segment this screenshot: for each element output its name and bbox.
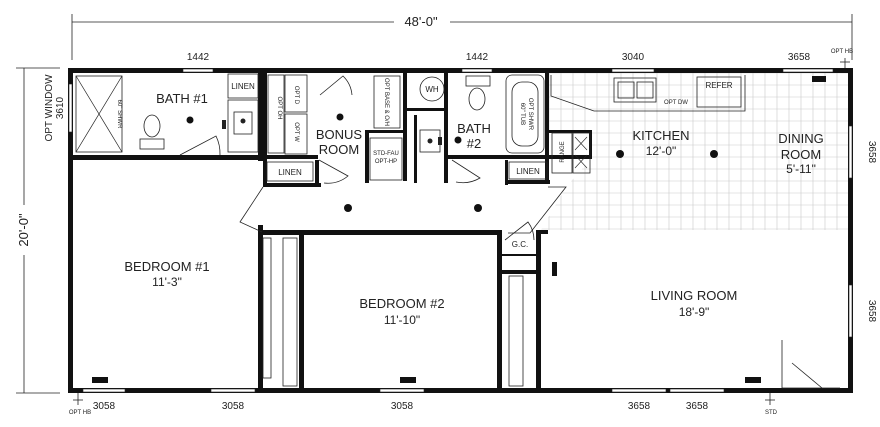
window-bottom-4: 3658 <box>628 401 651 412</box>
linen-left-label: LINEN <box>278 168 302 177</box>
tub-label-1: 60" TUB <box>519 103 525 125</box>
living-room-label: LIVING ROOM <box>651 288 738 303</box>
dining-dim: 5'-11" <box>786 162 816 176</box>
bath2-toilet-icon <box>468 87 486 111</box>
overall-depth-dimension: 20'-0" <box>16 67 60 394</box>
window-top-4: 3658 <box>788 52 811 63</box>
opt-hb-bottom-label: OPT HB <box>69 410 91 416</box>
window-labels: 1442 1442 3040 3658 OPT WINDOW 3610 3658… <box>44 52 877 412</box>
window-bottom-1: 3058 <box>93 401 116 412</box>
door-swings <box>179 75 840 389</box>
bath1-linen-label: LINEN <box>231 82 255 91</box>
bath1-label: BATH #1 <box>156 91 208 106</box>
dining-room: DINING ROOM 5'-11" <box>778 131 824 176</box>
linen-right-label: LINEN <box>516 167 540 176</box>
bedroom2: BEDROOM #2 11'-10" <box>359 296 445 383</box>
bedroom2-dim: 11'-10" <box>384 313 420 327</box>
interior-walls <box>73 73 592 390</box>
opt-w-label: OPT W <box>293 122 299 142</box>
hallway-outline <box>239 186 567 234</box>
window-top-1: 1442 <box>187 52 210 63</box>
window-bottom-5: 3658 <box>686 401 709 412</box>
opt-hb-top-label: OPT HB <box>831 49 853 55</box>
bonus-room: OPT OH OPT D OPT W OPT BASE & O/H BONUS … <box>267 74 403 181</box>
kitchen: REFER OPT DW RANGE KITCHEN 12'-0" <box>550 75 826 174</box>
window-top-2: 1442 <box>466 52 489 63</box>
fau-label-2: OPT-HP <box>375 159 397 165</box>
range-icon <box>551 132 573 174</box>
bedroom1: BEDROOM #1 11'-3" <box>92 259 210 383</box>
shower-label: 60" SHWR <box>116 100 122 129</box>
window-left-2: 3610 <box>55 96 66 119</box>
opt-base-label: OPT BASE & O/H <box>383 78 389 126</box>
wh-label: WH <box>425 85 439 94</box>
kitchen-label: KITCHEN <box>632 128 689 143</box>
window-bottom-3: 3058 <box>391 401 414 412</box>
windows <box>68 68 853 393</box>
overall-width-label: 48'-0" <box>404 14 438 29</box>
kitchen-sink-icon <box>613 77 657 103</box>
window-right-1: 3658 <box>866 141 877 164</box>
living-room-dim: 18'-9" <box>679 305 710 319</box>
range-label: RANGE <box>560 141 566 162</box>
kitchen-dim: 12'-0" <box>646 144 677 158</box>
bath1: 60" SHWR LINEN BATH #1 <box>75 73 259 153</box>
refrigerator-icon <box>696 76 742 108</box>
window-bottom-2: 3058 <box>222 401 245 412</box>
window-right-2: 3658 <box>866 300 877 323</box>
bedroom1-dim: 11'-3" <box>152 275 182 289</box>
utility-notes: OPT HB OPT HB STD <box>69 49 853 416</box>
window-top-3: 3040 <box>622 52 645 63</box>
dining-label-1: DINING <box>778 131 824 146</box>
hall-linens: LINEN LINEN <box>266 161 548 182</box>
bath2-label-2: #2 <box>467 136 481 151</box>
bath2: WH 60" TUB OPT SHWR BATH #2 <box>419 74 545 154</box>
overall-width-dimension: 48'-0" <box>71 14 853 60</box>
sink-icon <box>233 111 253 135</box>
opt-dw-label: OPT DW <box>664 100 688 106</box>
bonus-room-label-2: ROOM <box>319 142 359 157</box>
gc-label: G.C. <box>512 240 528 249</box>
bonus-room-label-1: BONUS <box>316 127 363 142</box>
bath2-label-1: BATH <box>457 121 491 136</box>
window-left-1: OPT WINDOW <box>44 74 55 142</box>
std-label: STD <box>765 410 778 416</box>
opt-oh-label: OPT OH <box>276 97 282 120</box>
water-heater-icon <box>419 76 445 102</box>
closet-doors <box>262 237 524 387</box>
living-room: LIVING ROOM 18'-9" <box>552 262 761 383</box>
dining-label-2: ROOM <box>781 147 821 162</box>
fau-label-1: STD-FAU <box>373 151 399 157</box>
overall-depth-label: 20'-0" <box>16 213 31 247</box>
gc-closet: G.C. <box>502 240 536 256</box>
opt-d-label: OPT D <box>293 86 299 105</box>
exterior-walls <box>68 68 853 393</box>
tub-label-2: OPT SHWR <box>527 98 533 131</box>
bedroom1-label: BEDROOM #1 <box>124 259 209 274</box>
bedroom2-label: BEDROOM #2 <box>359 296 444 311</box>
toilet-icon <box>143 114 161 138</box>
refer-label: REFER <box>705 81 732 90</box>
